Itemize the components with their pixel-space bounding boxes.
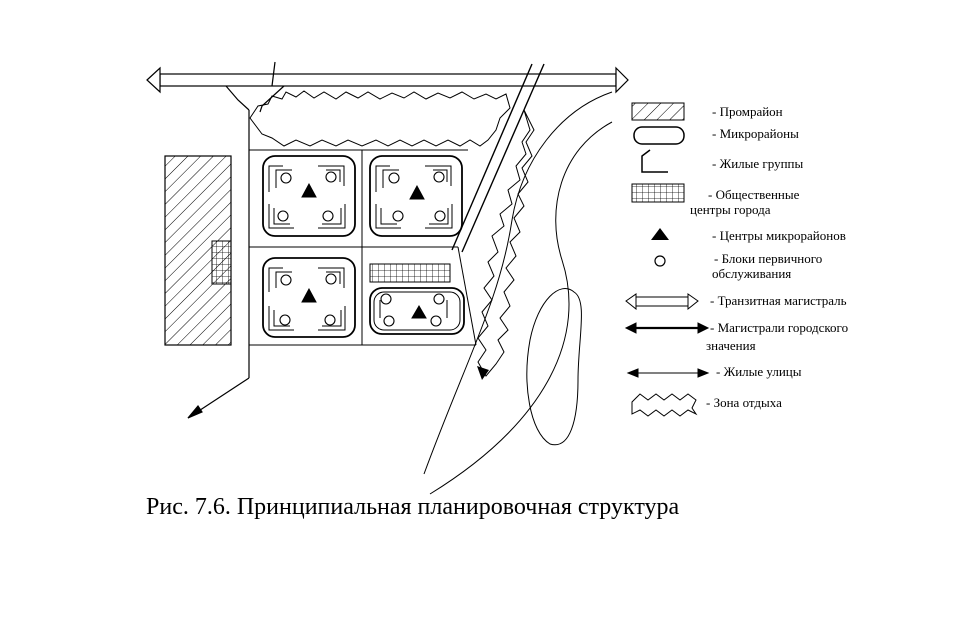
city-street [187,61,285,419]
legend-label-residential-group: - Жилые группы [712,156,804,171]
legend-label-residential-street: - Жилые улицы [716,364,802,379]
microdistrict-3 [262,257,356,338]
circle-icon [654,255,666,267]
residential-group-icon [641,149,668,173]
transit-highway-icon [625,293,699,311]
city-highway-icon [624,322,710,334]
legend-label-microdistrict: - Микрорайоны [712,126,799,141]
public-center-icon [631,183,685,203]
public-center-west [211,240,232,285]
legend-label-transit: - Транзитная магистраль [710,293,847,308]
legend-label-city-highway: - Магистрали городского значения [706,320,851,353]
legend-label-microdistrict-center: - Центры микрорайонов [712,228,846,243]
microdistrict-2 [369,155,463,237]
legend-label-industrial: - Промрайон [712,104,783,119]
microdistrict-4 [369,287,465,335]
microdistrict-icon [633,126,685,145]
triangle-icon [651,228,669,240]
diagonal-highway [451,63,545,253]
legend-label-public-center: - Общественные центры города [690,187,803,217]
residential-street-icon [626,368,710,378]
figure-caption: Рис. 7.6. Принципиальная планировочная с… [146,494,680,520]
legend-label-recreation: - Зона отдыха [706,395,782,410]
microdistrict-1 [262,155,356,237]
recreation-zone-top [249,90,511,147]
recreation-zone-east [477,109,535,377]
public-center-east [369,263,451,283]
transit-highway [146,66,629,94]
river [423,91,613,495]
legend-label-service-blocks: - Блоки первичного обслуживания [712,251,825,281]
industrial-zone-icon [631,102,685,121]
street-grid [249,149,477,346]
recreation-zone-icon [631,393,698,417]
legend: - Промрайон - Микрорайоны - Жилые группы… [624,102,851,417]
street-arrow-south [477,366,489,380]
